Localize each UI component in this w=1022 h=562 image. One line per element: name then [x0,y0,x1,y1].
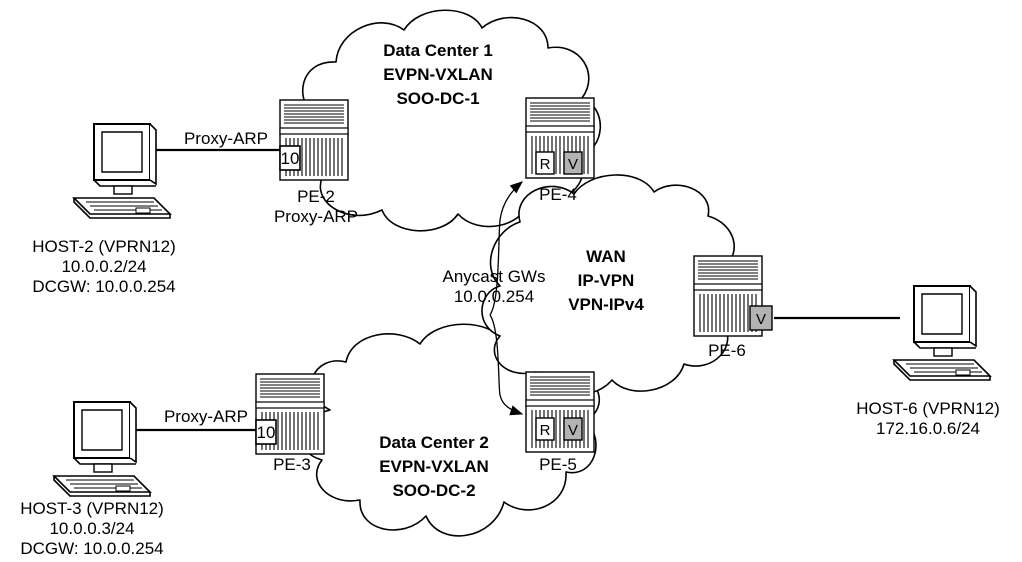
pe6-name: PE-6 [708,341,746,360]
dc2-type: EVPN-VXLAN [379,457,489,476]
host6-name: HOST-6 (VPRN12) [856,399,1000,418]
pe5-port-v-label: V [568,422,578,439]
pe5-port-r [535,417,555,441]
pe5-name: PE-5 [539,455,577,474]
router-pe6: V [693,255,773,337]
link-label-host2-pe2: Proxy-ARP [184,129,268,148]
anycast-arrow-pe5 [489,314,524,416]
cloud-dc1 [293,9,602,232]
pe2-port-label: 10 [281,149,300,168]
pe3-port [255,419,277,445]
host6-ip: 172.16.0.6/24 [876,419,980,438]
host2-name: HOST-2 (VPRN12) [32,237,176,256]
anycast-label: Anycast GWs [443,267,546,286]
router-pe3: 10 [255,373,325,455]
pe4-port-r [535,151,555,175]
pe2-port [279,145,301,171]
wan-type: IP-VPN [578,271,635,290]
pe3-port-label: 10 [257,423,276,442]
wan-family: VPN-IPv4 [568,295,644,314]
dc2-soo: SOO-DC-2 [392,481,475,500]
pe6-port-v [749,305,773,331]
host3-gw: DCGW: 10.0.0.254 [20,539,163,558]
host2-computer-icon [73,123,171,219]
dc2-title: Data Center 2 [379,433,489,452]
host2-ip: 10.0.0.2/24 [61,257,146,276]
router-pe4: R V [525,97,595,179]
host3-ip: 10.0.0.3/24 [49,519,134,538]
pe5-port-r-label: R [540,422,551,439]
host2-gw: DCGW: 10.0.0.254 [32,277,175,296]
link-label-host3-pe3: Proxy-ARP [164,407,248,426]
cloud-dc2 [300,323,601,537]
anycast-arrow-pe4 [489,181,523,316]
host6-computer-icon [893,285,991,381]
anycast-ip: 10.0.0.254 [454,287,534,306]
wan-title: WAN [586,247,626,266]
host3-name: HOST-3 (VPRN12) [20,499,164,518]
pe5-port-v [563,417,583,441]
dc1-type: EVPN-VXLAN [383,65,493,84]
dc1-title: Data Center 1 [383,41,493,60]
dc1-soo: SOO-DC-1 [396,89,479,108]
pe2-sublabel: Proxy-ARP [274,207,358,226]
cloud-wan [481,174,745,396]
router-pe2: 10 [279,99,349,181]
pe2-name: PE-2 [297,187,335,206]
pe4-port-v-label: V [568,156,578,173]
pe4-port-r-label: R [540,156,551,173]
pe4-name: PE-4 [539,185,577,204]
pe4-port-v [563,151,583,175]
host3-computer-icon [53,401,151,497]
router-pe5: R V [525,371,595,453]
pe6-port-v-label: V [756,311,766,328]
pe3-name: PE-3 [273,455,311,474]
